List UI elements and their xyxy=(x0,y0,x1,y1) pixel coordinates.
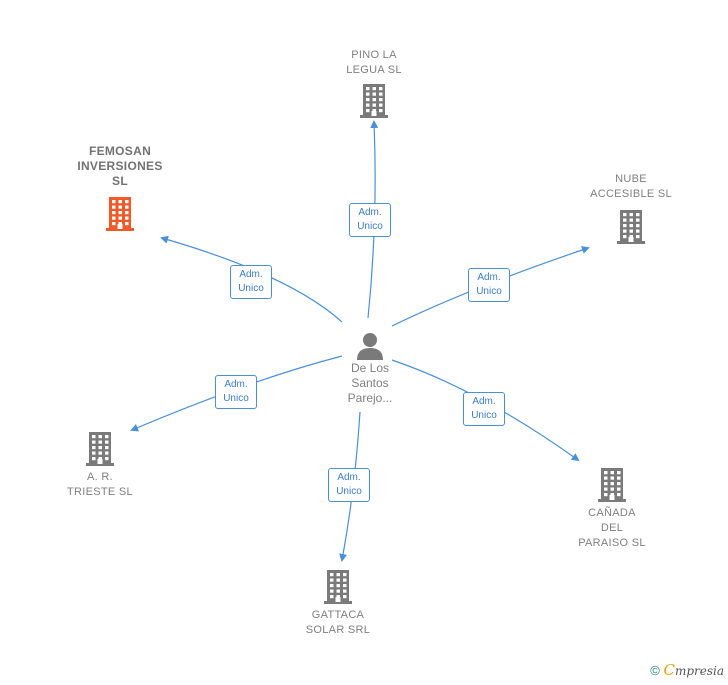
building-icon xyxy=(106,197,134,231)
company-node-canada[interactable]: CAÑADA DEL PARAISO SL xyxy=(567,466,657,551)
edge-label-nube[interactable]: Adm. Unico xyxy=(468,268,510,302)
edge-label-canada[interactable]: Adm. Unico xyxy=(463,392,505,426)
person-icon xyxy=(357,333,383,360)
building-icon xyxy=(617,210,645,244)
company-name: PINO LA LEGUA SL xyxy=(346,49,402,76)
company-name: GATTACA SOLAR SRL xyxy=(305,609,371,636)
company-node-pino[interactable]: PINO LA LEGUA SL xyxy=(329,48,419,118)
brand-logo: Cmpresia xyxy=(663,661,724,679)
edge-label-trieste[interactable]: Adm. Unico xyxy=(215,375,257,409)
edge-label-gattaca[interactable]: Adm. Unico xyxy=(328,468,370,502)
building-icon xyxy=(598,468,626,502)
building-icon xyxy=(86,432,114,466)
company-node-nube[interactable]: NUBE ACCESIBLE SL xyxy=(576,172,686,244)
edge-label-pino[interactable]: Adm. Unico xyxy=(349,203,391,237)
building-icon xyxy=(324,570,352,604)
footer-brand[interactable]: © Cmpresia xyxy=(650,661,724,679)
copyright-symbol: © xyxy=(650,663,660,678)
company-node-femosan[interactable]: FEMOSAN INVERSIONES SL xyxy=(65,144,175,231)
company-name: NUBE ACCESIBLE SL xyxy=(590,173,672,200)
company-node-gattaca[interactable]: GATTACA SOLAR SRL xyxy=(293,568,383,638)
building-icon xyxy=(360,84,388,118)
person-node[interactable]: De Los Santos Parejo... xyxy=(330,331,410,406)
company-name: CAÑADA DEL PARAISO SL xyxy=(578,507,646,549)
company-name: A. R. TRIESTE SL xyxy=(67,471,133,498)
company-name: FEMOSAN INVERSIONES SL xyxy=(77,144,163,188)
company-node-trieste[interactable]: A. R. TRIESTE SL xyxy=(55,430,145,500)
edge-label-femosan[interactable]: Adm. Unico xyxy=(230,265,272,299)
person-name: De Los Santos Parejo... xyxy=(347,361,393,405)
